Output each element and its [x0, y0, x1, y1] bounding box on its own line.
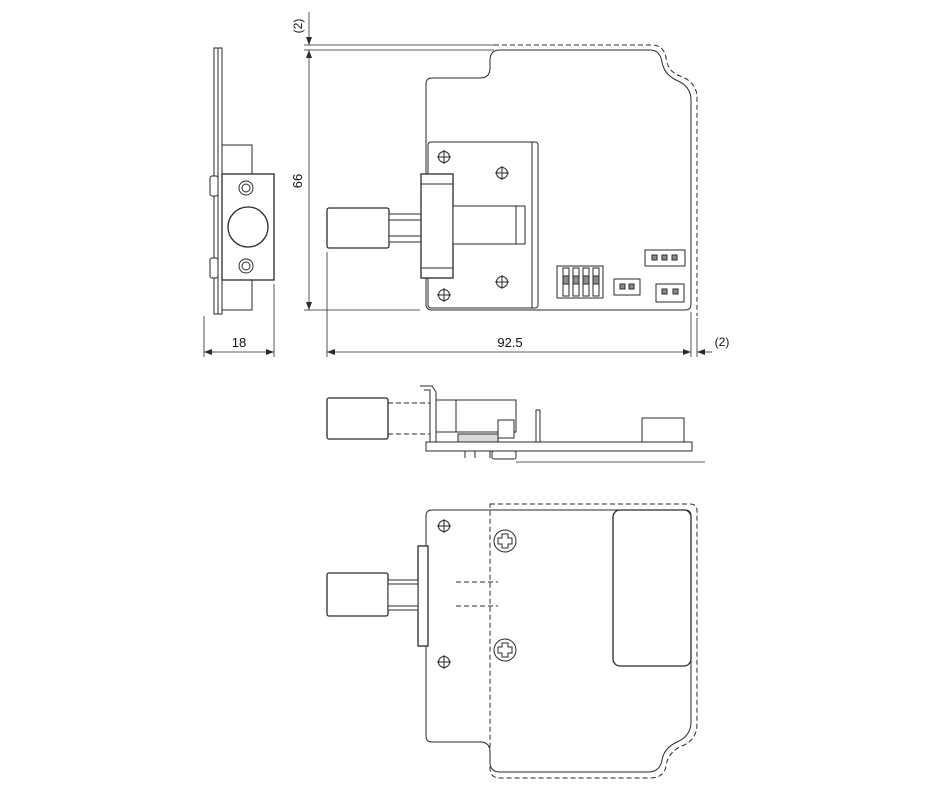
connector-2pin [655, 283, 685, 303]
connector-3pin [644, 249, 686, 267]
connector-small [613, 278, 641, 296]
bottom-mounting-hole [437, 655, 451, 669]
side-tab-top [209, 175, 219, 197]
bottom-view [326, 503, 698, 779]
dip-switch [556, 265, 604, 299]
dim-height: 66 (2) [290, 12, 494, 311]
front-mounting-hole [437, 150, 451, 164]
side-tab-bottom [209, 257, 219, 279]
top-screw-nut [491, 450, 517, 460]
side-view [209, 47, 275, 315]
phillips-screw-icon [493, 529, 517, 553]
front-slide-bar [452, 205, 526, 245]
side-bolt-face [227, 206, 269, 248]
dim-length-label: 92.5 [497, 335, 522, 350]
front-bolt-block [420, 173, 454, 279]
dim-side-width: 18 [203, 284, 275, 357]
side-screw-top [238, 180, 254, 196]
top-bolt-head [326, 397, 389, 440]
front-bolt-shaft [388, 213, 422, 243]
dim-right-offset-label: (2) [715, 335, 730, 349]
bottom-module-cover [612, 509, 692, 667]
bottom-outline-dashed [489, 503, 698, 779]
dim-height-label: 66 [290, 174, 305, 188]
top-bolt-pin [497, 419, 515, 439]
front-mounting-hole [495, 166, 509, 180]
top-bracket-right [535, 409, 541, 443]
bottom-mounting-hole [437, 519, 451, 533]
side-screw-bottom [238, 258, 254, 274]
top-view [326, 385, 705, 463]
bottom-bolt-shaft [387, 579, 419, 611]
front-mounting-hole [437, 288, 451, 302]
phillips-screw-icon [493, 638, 517, 662]
front-view [326, 44, 698, 316]
top-switch-block [457, 433, 499, 443]
bottom-faceplate-edge [417, 545, 429, 647]
dim-top-offset-label: (2) [291, 19, 305, 34]
front-bolt-head [326, 207, 390, 249]
dim-length: 92.5 (2) [326, 252, 730, 357]
front-mounting-hole [495, 275, 509, 289]
bottom-bolt-head [326, 572, 389, 617]
top-pcb-edge [425, 441, 693, 452]
dim-side-width-label: 18 [232, 335, 246, 350]
top-connector [641, 417, 685, 443]
